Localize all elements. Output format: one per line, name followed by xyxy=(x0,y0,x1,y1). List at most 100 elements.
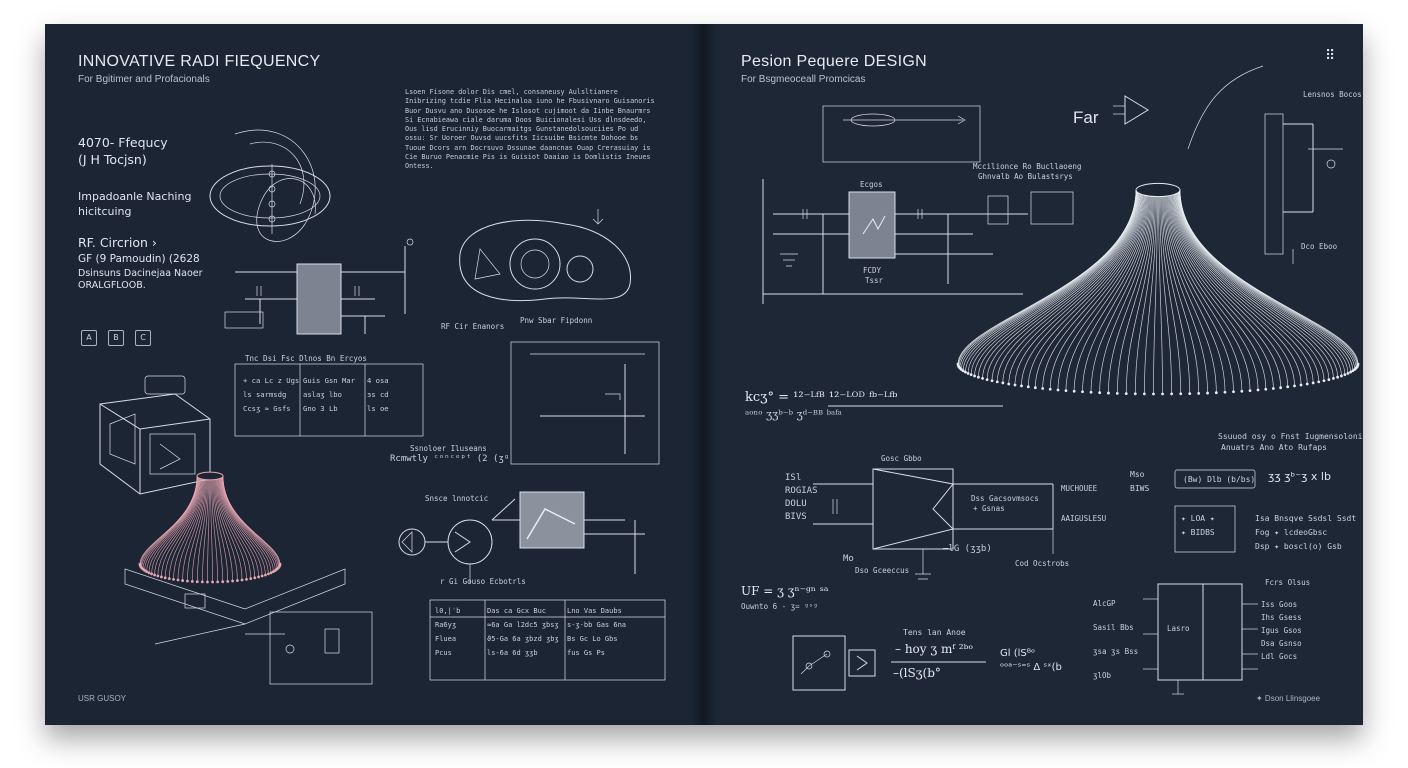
label-mid-bottom: —lG (ʒʒb) xyxy=(943,544,992,554)
funnel-dot xyxy=(969,373,973,377)
funnel-strand xyxy=(1179,189,1359,365)
funnel-strand xyxy=(1162,189,1200,394)
funnel-strand xyxy=(1176,189,1334,379)
menu-dots-icon[interactable]: ⠿ xyxy=(1325,48,1336,64)
funnel-dot xyxy=(1124,392,1128,396)
pcb-board-drawing xyxy=(124,568,346,645)
funnel-strand xyxy=(142,475,198,570)
funnel-strand xyxy=(210,475,213,582)
funnel-strand xyxy=(1021,189,1144,386)
funnel-dot xyxy=(216,580,220,584)
funnel-strand xyxy=(986,189,1140,380)
funnel-dot xyxy=(260,574,264,578)
funnel-dot xyxy=(1081,390,1084,394)
spec-circuit: RF. Circrion › GF (9 Pamoudin) (2628 Dsi… xyxy=(78,234,203,292)
funnel-strand xyxy=(220,475,269,574)
formula-bottom-1: Tens lan Anoe xyxy=(903,628,966,637)
table-cell: Ra6yʒ xyxy=(435,621,457,629)
funnel-dot xyxy=(1041,387,1045,390)
list-item: Ihs Gsess xyxy=(1261,613,1302,622)
table-cell: ɜs cd xyxy=(367,390,389,399)
list-item: Ldl Gocs xyxy=(1261,652,1298,661)
label-mid-right-1: Dss Gacsovmsocs xyxy=(971,494,1039,503)
spec-matching-line-1: Impadoanle Naching xyxy=(78,190,192,203)
spec-circuit-line-1: RF. Circrion › xyxy=(78,235,157,250)
funnel-strand xyxy=(1049,189,1147,390)
funnel-strand xyxy=(1161,189,1191,394)
funnel-dot xyxy=(964,370,967,374)
funnel-dot xyxy=(1327,378,1331,381)
icon-a: A xyxy=(81,330,97,346)
funnel-strand xyxy=(173,475,204,580)
funnel-dot xyxy=(1056,388,1060,392)
funnel-dot xyxy=(1336,375,1340,379)
formula-bottom-4: Gl (lSᴮᵒ xyxy=(1000,648,1036,659)
table-cell: Fluea xyxy=(435,635,457,643)
funnel-strand xyxy=(146,475,199,572)
funnel-dot xyxy=(990,379,994,383)
left-label-list: ISl ROGIAS DOLU BIVS xyxy=(785,472,818,524)
left-schematic xyxy=(224,238,414,335)
funnel-dot xyxy=(1206,391,1209,395)
funnel-strand xyxy=(1163,189,1208,394)
right-footer: ✦ Dson Llinsgoee xyxy=(1256,694,1321,703)
funnel-strand xyxy=(148,475,200,573)
funnel-dot xyxy=(1179,392,1183,396)
mini-list: ✦ LOA ✦✦ BIDBS xyxy=(1181,512,1215,540)
label-schematic-note-2: Ghnvalb Ao Bulastsrys xyxy=(978,172,1073,181)
funnel-strand xyxy=(1179,189,1357,369)
note-right-1: Ssuuod osy o Fnst Iugmensolonig xyxy=(1218,432,1363,441)
label-top-right-1: Lensnos Bocos xyxy=(1303,90,1362,99)
funnel-dot xyxy=(1293,384,1296,388)
funnel-dot xyxy=(231,579,235,583)
funnel-strand xyxy=(978,189,1139,378)
ic-title: Fcrs Olsus xyxy=(1265,578,1311,587)
funnel-strand xyxy=(1170,189,1274,389)
funnel-strand xyxy=(957,189,1137,365)
funnel-strand xyxy=(217,475,252,579)
funnel-dot xyxy=(966,372,970,375)
spec-circuit-line-3: Dsinsuns Dacinejaa Naoer xyxy=(78,268,203,279)
table-cell: s-ʒ-bb Gas 6na xyxy=(567,621,627,629)
funnel-strand xyxy=(212,475,224,582)
label-mo-2: Dso Gceeccus xyxy=(855,566,910,575)
funnel-strand xyxy=(219,475,266,576)
table-cell: fus Gs Ps xyxy=(567,649,605,657)
funnel-dot xyxy=(985,378,989,381)
funnel-strand xyxy=(1057,189,1148,390)
funnel-dot xyxy=(1349,370,1352,374)
small-schematic xyxy=(245,611,373,685)
funnel-strand xyxy=(201,475,209,582)
label-top-right-2: Dco Eboo xyxy=(1301,242,1338,251)
table-cell: Gno 3 Lb xyxy=(303,404,338,413)
list-item: Iss Goos xyxy=(1261,600,1298,609)
left-footer: USR GUSOY xyxy=(78,694,127,703)
funnel-dot xyxy=(206,580,209,584)
funnel-strand xyxy=(1027,189,1145,387)
list-item: Dsp ✦ boscl(o) Gsb xyxy=(1255,542,1342,551)
funnel-strand xyxy=(1168,189,1259,390)
funnel-dot xyxy=(1026,385,1030,389)
funnel-strand xyxy=(1175,189,1325,381)
label-formula-1: Rcmwtly ᶜᵒⁿᶜᵉᵖᵗ (2 (ʒᵍ xyxy=(390,454,510,464)
label-chip-bottom-2: Tssr xyxy=(865,276,884,285)
funnel-strand xyxy=(144,475,199,571)
left-label-1: ISl xyxy=(785,473,802,483)
list-item: Sasil Bbs xyxy=(1093,623,1134,632)
funnel-dot xyxy=(976,375,980,379)
funnel-strand xyxy=(1034,189,1145,388)
funnel-dot xyxy=(1248,389,1252,393)
funnel-dot xyxy=(147,571,151,575)
spec-frequency-line-1: 4070- Ffequcy xyxy=(78,135,168,150)
funnel-dot xyxy=(185,579,189,583)
table-cell: Bs Gc Lo Gbs xyxy=(567,635,618,643)
funnel-dot xyxy=(1223,390,1227,394)
funnel-strand xyxy=(161,475,202,577)
label-mo-right: Mso xyxy=(1130,470,1145,479)
funnel-strand xyxy=(214,475,238,581)
funnel-dot xyxy=(153,573,156,577)
funnel-dot xyxy=(1197,391,1201,395)
funnel-dot xyxy=(145,570,149,574)
